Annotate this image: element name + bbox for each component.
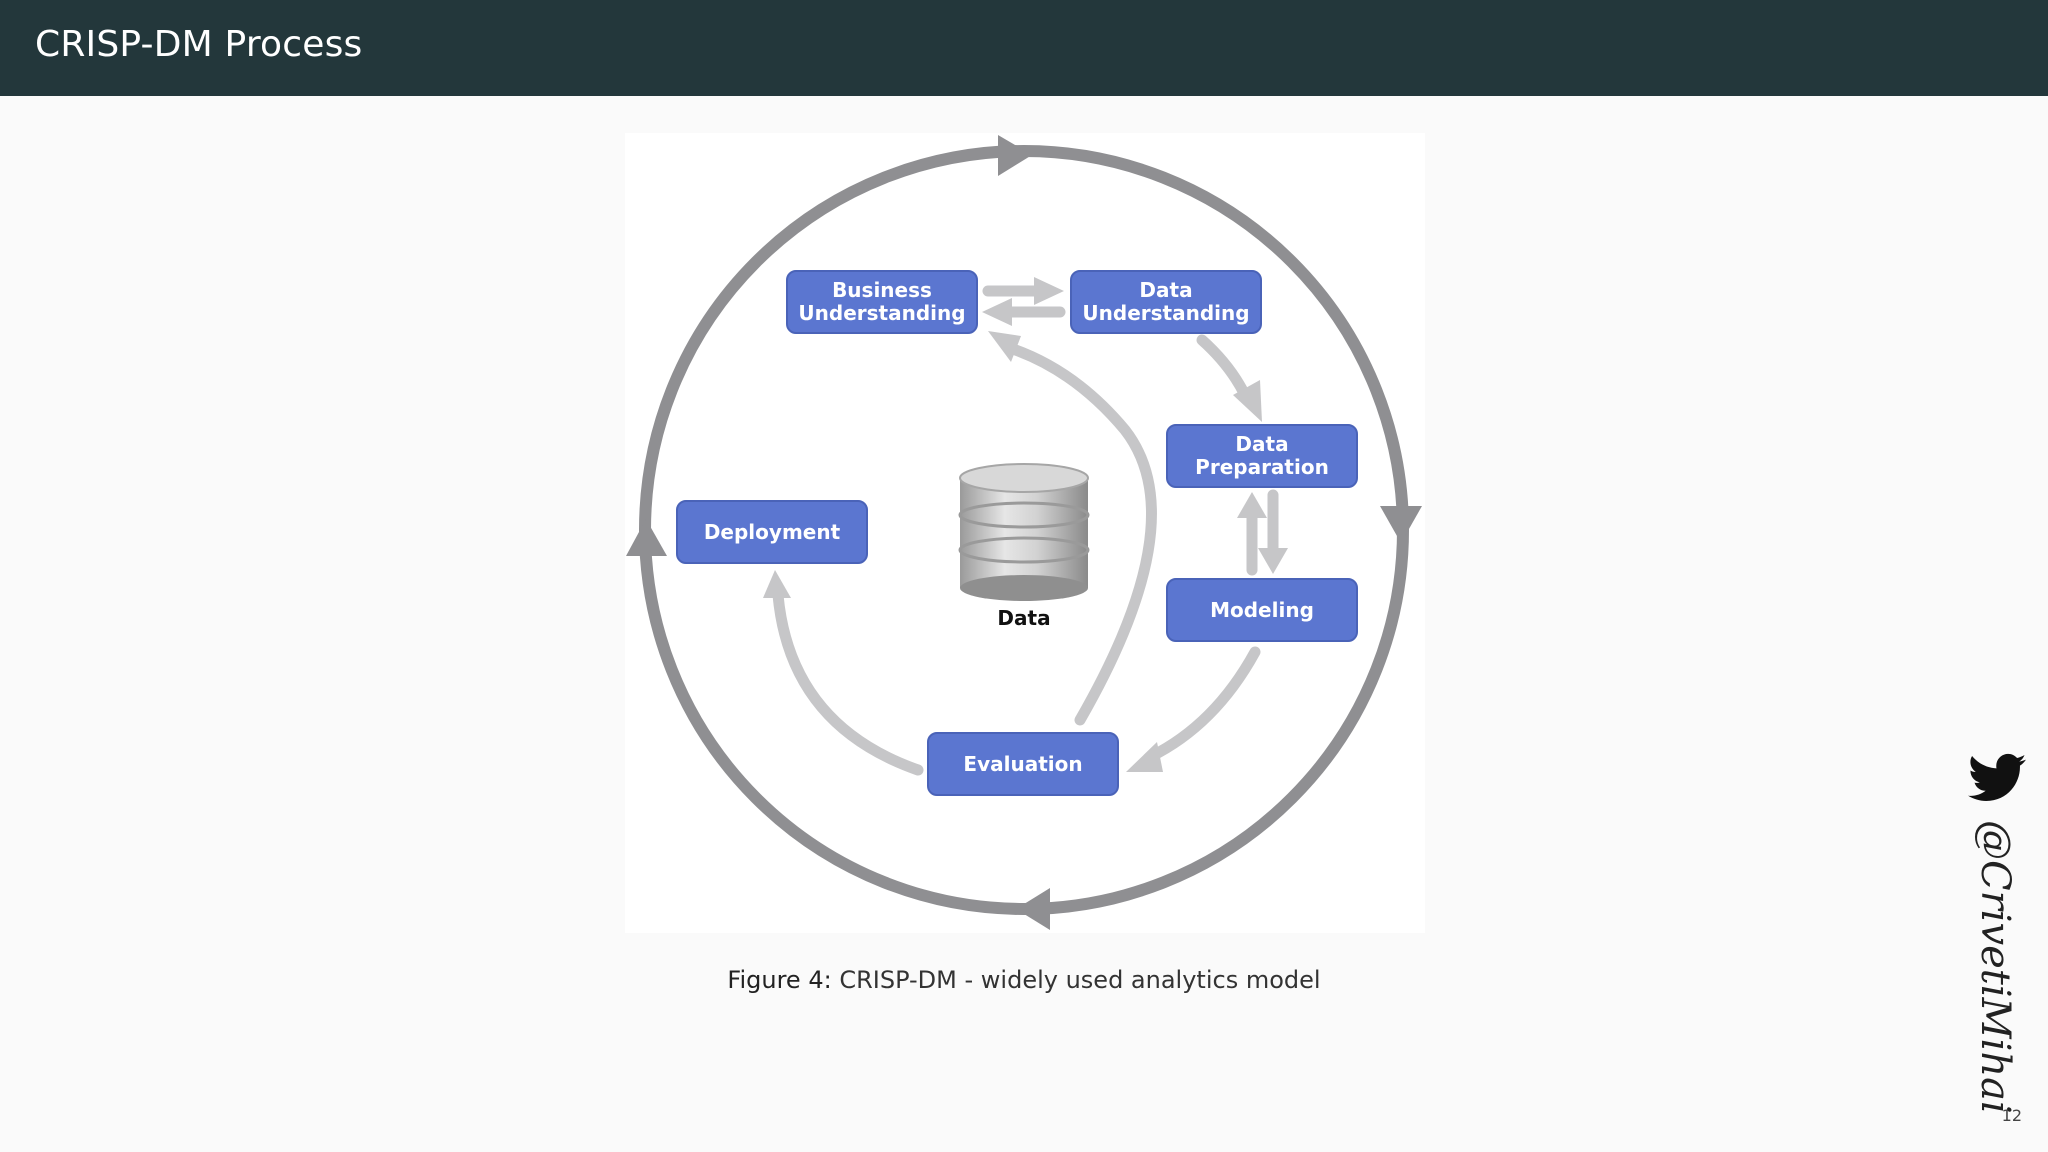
figure-caption-text: CRISP-DM - widely used analytics model [839,966,1321,994]
twitter-bird-icon [1968,753,2026,801]
twitter-handle: @CrivetiMihai [1972,820,2018,1114]
database-label: Data [997,606,1051,630]
arrowhead-evaluation-to-bu [988,331,1021,362]
page-number: 12 [2001,1106,2022,1125]
outer-arrowhead-left [626,519,667,556]
phase-modeling: Modeling [1166,578,1358,642]
phase-data-preparation: Data Preparation [1166,424,1358,488]
figure-caption-label: Figure 4: [727,966,832,994]
outer-arrowhead-top [998,135,1032,176]
arrow-modeling-to-evaluation [1144,646,1261,763]
phase-data-understanding: Data Understanding [1070,270,1262,334]
phase-evaluation: Evaluation [927,732,1119,796]
figure-caption: Figure 4: CRISP-DM - widely used analyti… [0,966,2048,994]
database-icon [958,463,1090,601]
phase-deployment: Deployment [676,500,868,564]
arrow-du-to-dp [1196,334,1251,401]
slide-title: CRISP-DM Process [35,24,363,65]
arrowhead-bu-to-du [1034,277,1064,305]
arrowhead-dp-to-modeling [1258,548,1288,574]
arrow-evaluation-to-deployment [772,589,924,776]
phase-business-understanding: Business Understanding [786,270,978,334]
outer-arrowhead-bottom [1016,888,1050,930]
arrowhead-du-to-bu [982,298,1012,326]
arrowhead-evaluation-to-deployment [763,570,791,598]
title-bar: CRISP-DM Process [0,0,2048,96]
arrowhead-modeling-to-evaluation [1126,742,1163,772]
outer-arrowhead-right [1380,506,1422,543]
arrowhead-modeling-to-dp [1237,492,1267,518]
arrow-evaluation-to-bu [1004,342,1157,726]
arrowhead-du-to-dp [1233,380,1262,422]
